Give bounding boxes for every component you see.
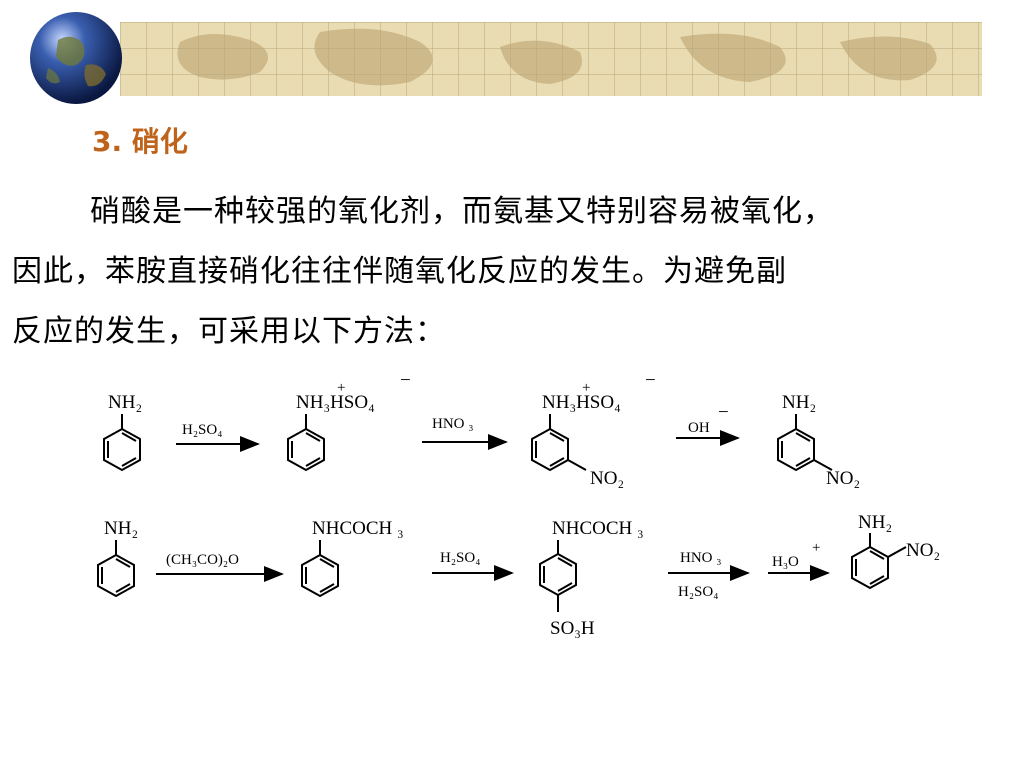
benzene-ring: [103, 414, 141, 472]
nitro-group-label: NO₂: [590, 468, 624, 489]
amino-group-label: NH₂: [782, 392, 816, 413]
charge-minus: −: [645, 370, 656, 391]
benzene-ring: [531, 414, 587, 472]
paragraph-line-3: 反应的发生，可采用以下方法：: [12, 314, 446, 349]
charge-minus: −: [718, 402, 729, 423]
charge-plus: +: [337, 380, 345, 396]
reagent-label: H₂SO₄: [678, 584, 718, 600]
charge-plus: +: [812, 540, 820, 556]
benzene-ring: [97, 540, 135, 598]
anilinium-label: NH₃HSO₄: [296, 392, 375, 413]
benzene-ring: [287, 414, 325, 472]
benzene-ring: [539, 540, 577, 612]
paragraph-line-1: 硝酸是一种较强的氧化剂，而氨基又特别容易被氧化，: [90, 194, 834, 229]
aniline-nh2-label: NH₂: [108, 392, 142, 413]
reagent-label: H₃O: [772, 554, 799, 570]
nitro-group-label: NO₂: [906, 540, 940, 561]
benzene-ring: [301, 540, 339, 598]
benzene-ring: [777, 414, 833, 472]
charge-plus: +: [582, 380, 590, 396]
section-heading: 3. 硝化: [92, 125, 188, 158]
reagent-label: HNO ₃: [432, 416, 473, 432]
map-banner: [120, 22, 982, 96]
reagent-label: H₂SO₄: [182, 422, 222, 438]
reagent-label: H₂SO₄: [440, 550, 480, 566]
nitro-group-label: NO₂: [826, 468, 860, 489]
benzene-ring: [851, 533, 907, 590]
reagent-label: OH: [688, 420, 710, 436]
sulfonic-acid-label: SO₃H: [550, 618, 595, 639]
charge-minus: −: [400, 370, 411, 391]
globe-icon: [30, 12, 122, 104]
acetanilide-label: NHCOCH ₃: [312, 518, 404, 539]
reagent-label: HNO ₃: [680, 550, 721, 566]
paragraph-line-2: 因此，苯胺直接硝化往往伴随氧化反应的发生。为避免副: [12, 254, 787, 289]
amino-group-label: NH₂: [858, 512, 892, 533]
anilinium-label: NH₃HSO₄: [542, 392, 621, 413]
acetanilide-label: NHCOCH ₃: [552, 518, 644, 539]
aniline-nh2-label: NH₂: [104, 518, 138, 539]
reagent-label: (CH₃CO)₂O: [166, 552, 239, 568]
reaction-scheme: NH₂ H₂SO₄ NH₃HSO₄ + − HNO ₃ NH₃HSO₄ + − …: [97, 370, 940, 639]
